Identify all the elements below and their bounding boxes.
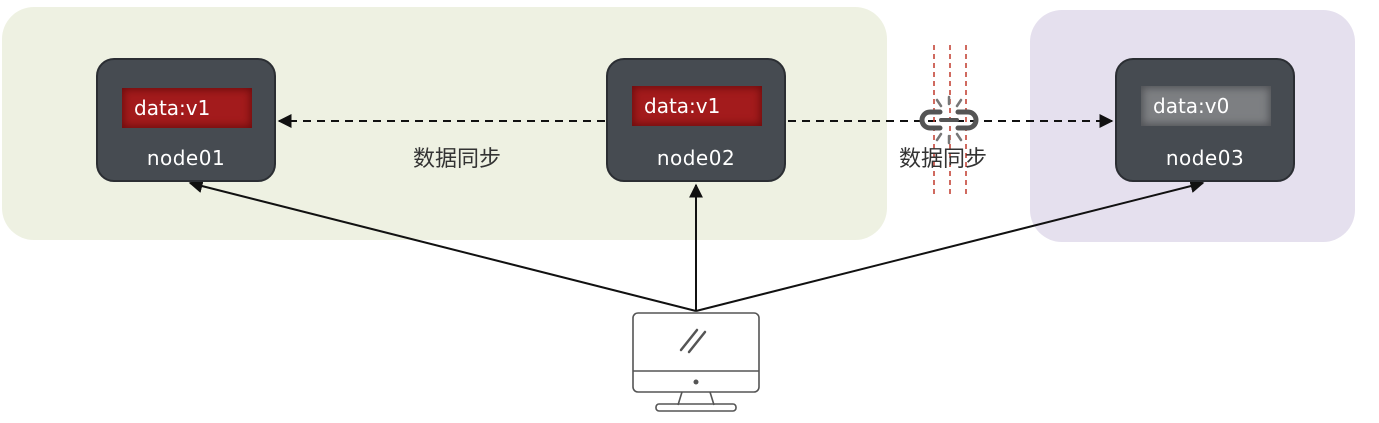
node01-card: data:v1 node01 bbox=[96, 58, 276, 182]
node03-label: node03 bbox=[1165, 146, 1245, 170]
client-to-node01-arrow bbox=[188, 179, 697, 312]
client-to-node03-arrow bbox=[695, 179, 1205, 312]
node03-data-value: data:v0 bbox=[1141, 86, 1271, 126]
node02-card: data:v1 node02 bbox=[606, 58, 786, 182]
node01-data-value: data:v1 bbox=[122, 88, 252, 128]
node02-label: node02 bbox=[656, 146, 736, 170]
node02-data-value: data:v1 bbox=[632, 86, 762, 126]
broken-link-icon bbox=[919, 95, 979, 145]
node03-card: data:v0 node03 bbox=[1115, 58, 1295, 182]
sync-label-right: 数据同步 bbox=[899, 147, 988, 172]
node01-label: node01 bbox=[146, 146, 226, 170]
monitor-client-icon bbox=[632, 312, 760, 412]
sync-label-left: 数据同步 bbox=[413, 147, 502, 172]
